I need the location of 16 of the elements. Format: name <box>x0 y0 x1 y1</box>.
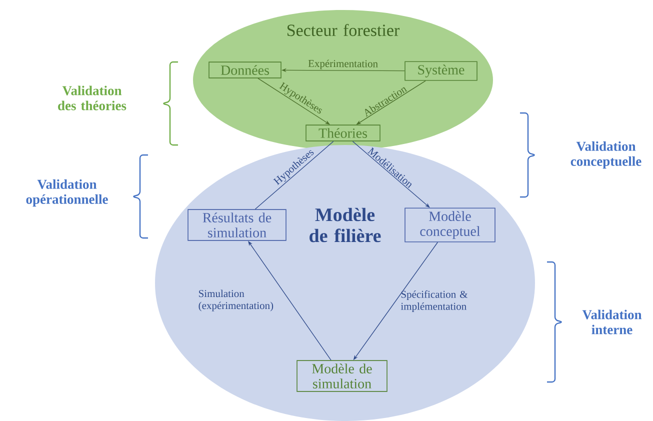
validation-label: Validation interne <box>582 310 642 334</box>
region-title: Modèle de filière <box>310 208 381 242</box>
process-box: Résultats de simulation <box>188 209 286 241</box>
process-box: Système <box>404 61 478 81</box>
process-box: Modèle conceptuel <box>404 208 496 242</box>
ellipse-region <box>155 145 535 421</box>
region-title: Secteur forestier <box>288 24 400 36</box>
edge-label: Expérimentation <box>308 60 378 70</box>
validation-label: Validation des théories <box>58 86 126 110</box>
validation-label: Validation opérationnelle <box>26 179 108 207</box>
edge-label: Simulation (expérimentation) <box>198 290 274 312</box>
process-box: Modèle de simulation <box>296 360 388 392</box>
edge-label: Spécification & implémentation <box>400 290 468 312</box>
validation-label: Validation conceptuelle <box>570 141 642 169</box>
process-box: Données <box>208 62 282 78</box>
process-box: Théories <box>306 124 380 142</box>
